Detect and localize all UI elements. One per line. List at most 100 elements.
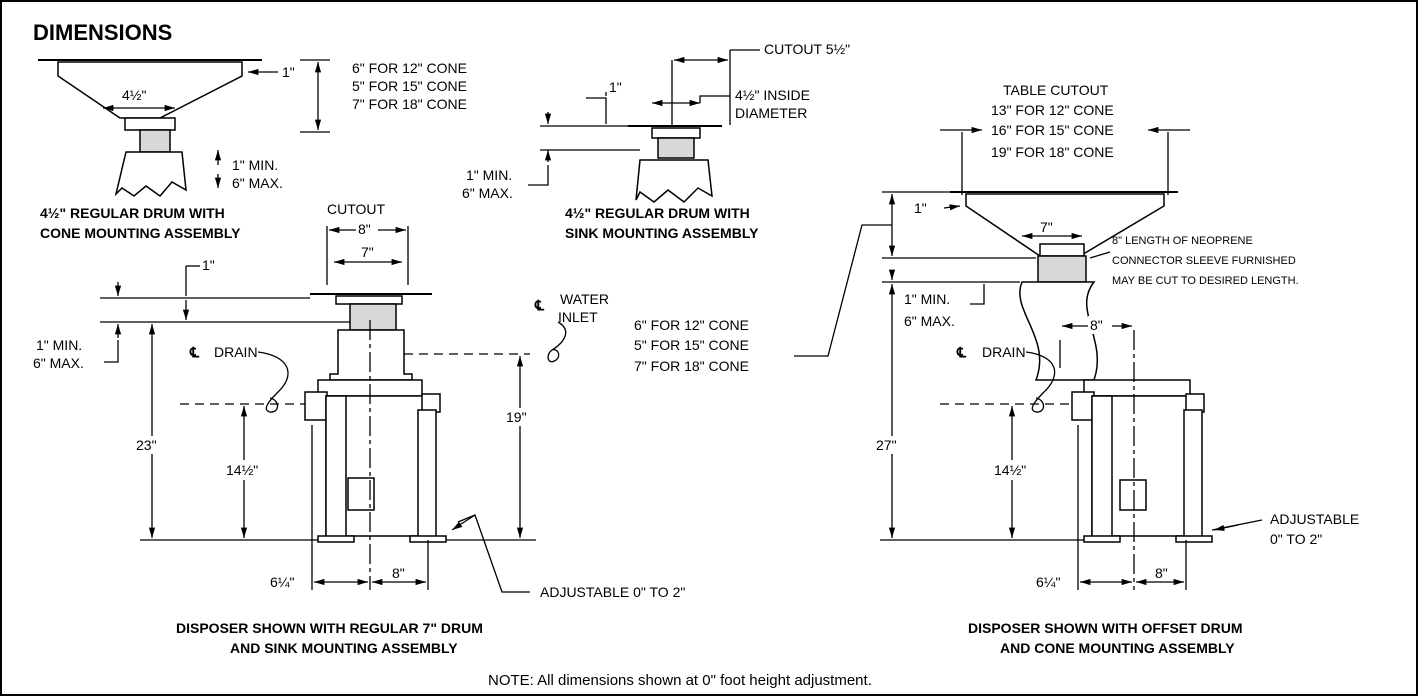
label-mask — [1088, 316, 1112, 334]
sleeve-note-2: CONNECTOR SLEEVE FURNISHED — [1112, 255, 1296, 267]
table-cutout-18: 19" FOR 18" CONE — [991, 144, 1114, 160]
sink-flange — [335, 295, 403, 305]
dim-offset: 1" — [282, 64, 295, 80]
inlet-leader — [547, 321, 567, 363]
gap-min: 1" MIN. — [36, 337, 82, 353]
cone-height-18: 7" FOR 18" CONE — [352, 96, 467, 112]
adjustable-1: ADJUSTABLE — [1270, 511, 1359, 527]
cutout-label: CUTOUT — [327, 201, 386, 217]
adjustable-2: 0" TO 2" — [1270, 531, 1322, 547]
gap-max: 6" MAX. — [33, 355, 84, 371]
cone-body — [57, 61, 243, 119]
view-regular-drum: CUTOUT 8" 7" 1" 1" MIN. 6" MAX. — [33, 201, 685, 656]
adjustable-arrow — [451, 514, 476, 531]
cone-height-15: 5" FOR 15" CONE — [352, 78, 467, 94]
leg-left — [1091, 395, 1113, 539]
leg-right — [417, 409, 437, 539]
sleeve-leader — [1089, 251, 1111, 259]
disposer-top — [114, 151, 187, 198]
nameplate — [1119, 479, 1147, 511]
disposer-top — [635, 159, 713, 203]
gap-min: 1" MIN. — [904, 291, 950, 307]
sleeve-note-1: 8" LENGTH OF NEOPRENE — [1112, 235, 1253, 247]
label-mask — [356, 222, 378, 238]
width-right: 8" — [1155, 565, 1168, 581]
upper-housing — [329, 329, 413, 381]
sink-offset: 1" — [609, 79, 622, 95]
width-right: 8" — [392, 565, 405, 581]
offset-width: 8" — [1090, 317, 1103, 333]
adjustable-leader — [457, 514, 530, 593]
water-inlet-1: WATER — [560, 291, 609, 307]
caption-line-1: 4½" REGULAR DRUM WITH — [40, 205, 225, 221]
sink-flange — [651, 127, 701, 139]
neoprene-sleeve — [1037, 255, 1087, 283]
offset-label: 1" — [202, 257, 215, 273]
cl-symbol-drain: ℄ — [956, 344, 967, 360]
label-mask — [506, 408, 536, 426]
inside-dia-2: DIAMETER — [735, 105, 807, 121]
foot-left — [1083, 535, 1121, 543]
leader — [104, 340, 119, 363]
leg-right — [1183, 409, 1203, 539]
caption-line-2: AND CONE MOUNTING ASSEMBLY — [1000, 640, 1235, 656]
cl-symbol-drain: ℄ — [189, 344, 200, 360]
view-sink-mount-small: CUTOUT 5½" 4½" INSIDE DIAMETER 1" 1" MIN… — [462, 41, 850, 241]
label-mask — [874, 436, 914, 454]
height-total: 27" — [876, 437, 897, 453]
adjustable-arrow — [1213, 524, 1239, 531]
gap-max: 6" MAX. — [462, 185, 513, 201]
width-left: 6¼" — [1036, 574, 1060, 590]
height-inlet: 19" — [506, 409, 527, 425]
water-inlet-2: INLET — [558, 309, 598, 325]
label-mask — [992, 460, 1032, 480]
leader — [586, 97, 607, 124]
gap-max: 6" MAX. — [904, 313, 955, 329]
caption-line-2: AND SINK MOUNTING ASSEMBLY — [230, 640, 458, 656]
dim-top-width: 4½" — [122, 87, 146, 103]
gap-min: 1" MIN. — [466, 167, 512, 183]
drum-collar — [124, 117, 176, 131]
foot-right — [1175, 535, 1213, 543]
drum-width: 7" — [361, 244, 374, 260]
table-cutout-12: 13" FOR 12" CONE — [991, 102, 1114, 118]
footnote: NOTE: All dimensions shown at 0" foot he… — [488, 672, 872, 689]
leg-left — [325, 395, 347, 539]
drain-leader — [257, 351, 289, 413]
view-offset-drum: TABLE CUTOUT 13" FOR 12" CONE 16" FOR 15… — [634, 82, 1359, 656]
cone-height-leader — [794, 224, 892, 357]
caption-line-2: CONE MOUNTING ASSEMBLY — [40, 225, 241, 241]
adjustable-label: ADJUSTABLE 0" TO 2" — [540, 584, 685, 600]
drain-outlet — [304, 391, 328, 421]
sleeve-note-3: MAY BE CUT TO DESIRED LENGTH. — [1112, 275, 1299, 287]
height-drain: 14½" — [226, 462, 258, 478]
sink-drum — [657, 137, 695, 159]
cone-height-15: 5" FOR 15" CONE — [634, 337, 749, 353]
cone-height-18: 7" FOR 18" CONE — [634, 358, 749, 374]
gap-max: 6" MAX. — [232, 175, 283, 191]
motor-flange — [1083, 379, 1191, 397]
drain-leader — [1025, 351, 1056, 413]
drum-width: 7" — [1040, 219, 1053, 235]
width-left: 6¼" — [270, 574, 294, 590]
caption-line-1: DISPOSER SHOWN WITH REGULAR 7" DRUM — [176, 620, 483, 636]
caption-line-2: SINK MOUNTING ASSEMBLY — [565, 225, 759, 241]
drum-collar — [1039, 243, 1085, 257]
neoprene-sleeve — [349, 303, 397, 331]
drain-outlet — [1071, 391, 1095, 421]
table-cutout-title: TABLE CUTOUT — [1003, 82, 1109, 98]
caption-line-1: DISPOSER SHOWN WITH OFFSET DRUM — [968, 620, 1243, 636]
leader — [970, 284, 985, 305]
page-title: DIMENSIONS — [33, 20, 172, 45]
dim-line — [943, 204, 961, 211]
offset-drum-body — [1019, 281, 1099, 381]
gap-min: 1" MIN. — [232, 157, 278, 173]
label-mask — [224, 460, 264, 480]
caption-line-1: 4½" REGULAR DRUM WITH — [565, 205, 750, 221]
neoprene-sleeve — [139, 129, 171, 153]
height-drain: 14½" — [994, 462, 1026, 478]
cutout-size: CUTOUT 5½" — [764, 41, 850, 57]
